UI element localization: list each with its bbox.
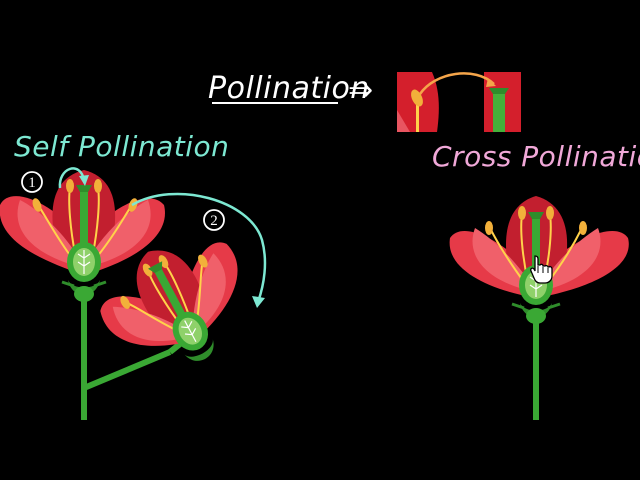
flower-self-upright <box>0 170 165 302</box>
hand-pointer-icon <box>530 255 553 284</box>
step-2-label: 2 <box>210 213 218 229</box>
step-2-circle <box>203 209 225 231</box>
label-cross-pollination: Cross Pollination <box>432 140 640 173</box>
step-1-circle <box>21 171 43 193</box>
flower-cross <box>449 196 629 324</box>
step-1-label: 1 <box>28 175 36 191</box>
self-pollination-arrows: 1 2 <box>21 167 267 308</box>
title-implies-arrow: ⇒ <box>348 74 373 107</box>
flower-self-tilted <box>100 242 238 361</box>
title-pollination: Pollination <box>208 71 370 106</box>
pollination-inset <box>397 72 521 132</box>
label-self-pollination: Self Pollination <box>14 130 229 163</box>
